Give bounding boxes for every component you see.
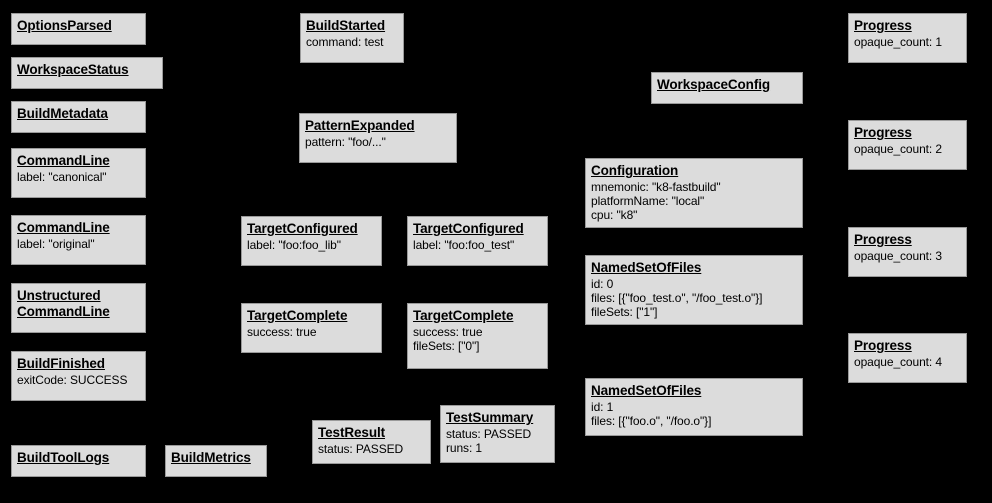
node-field: id: 0 bbox=[591, 276, 614, 291]
node-options-parsed[interactable]: OptionsParsed bbox=[11, 13, 146, 45]
node-field: platformName: "local" bbox=[591, 194, 705, 209]
node-title: CommandLine bbox=[17, 153, 110, 168]
node-field: label: "foo:foo_lib" bbox=[247, 237, 341, 252]
node-title: Progress bbox=[854, 338, 912, 353]
node-fields: opaque_count: 3 bbox=[854, 249, 961, 263]
node-build-metrics[interactable]: BuildMetrics bbox=[165, 445, 267, 477]
node-title: TargetComplete bbox=[413, 308, 514, 323]
node-field: fileSets: ["0"] bbox=[413, 339, 480, 354]
node-fields: command: test bbox=[306, 35, 398, 49]
node-field: mnemonic: "k8-fastbuild" bbox=[591, 179, 721, 194]
node-fields: exitCode: SUCCESS bbox=[17, 373, 140, 387]
node-title: TestSummary bbox=[446, 410, 534, 425]
node-title: Unstructured CommandLine bbox=[17, 288, 110, 319]
node-fields: success: true bbox=[247, 325, 376, 339]
node-field: status: PASSED bbox=[318, 441, 404, 456]
node-field: label: "original" bbox=[17, 236, 95, 251]
node-title: TargetComplete bbox=[247, 308, 348, 323]
node-title: BuildToolLogs bbox=[17, 450, 110, 465]
node-title: Progress bbox=[854, 18, 912, 33]
node-fields: mnemonic: "k8-fastbuild"platformName: "l… bbox=[591, 180, 797, 222]
node-title: TestResult bbox=[318, 425, 386, 440]
node-field: exitCode: SUCCESS bbox=[17, 372, 128, 387]
node-title: TargetConfigured bbox=[247, 221, 358, 236]
node-field: runs: 1 bbox=[446, 441, 482, 456]
node-workspace-status[interactable]: WorkspaceStatus bbox=[11, 57, 163, 89]
node-title: CommandLine bbox=[17, 220, 110, 235]
node-field: id: 1 bbox=[591, 399, 614, 414]
node-fields: label: "canonical" bbox=[17, 170, 140, 184]
node-title: BuildMetadata bbox=[17, 106, 108, 121]
node-fields: label: "foo:foo_test" bbox=[413, 238, 542, 252]
node-fields: label: "foo:foo_lib" bbox=[247, 238, 376, 252]
node-field: opaque_count: 1 bbox=[854, 34, 942, 49]
node-title: Progress bbox=[854, 125, 912, 140]
node-title: BuildFinished bbox=[17, 356, 105, 371]
node-field: label: "foo:foo_test" bbox=[413, 237, 515, 252]
node-field: pattern: "foo/..." bbox=[305, 134, 386, 149]
node-title: WorkspaceStatus bbox=[17, 62, 129, 77]
node-title: WorkspaceConfig bbox=[657, 77, 771, 92]
node-workspace-config[interactable]: WorkspaceConfig bbox=[651, 72, 803, 104]
node-title: OptionsParsed bbox=[17, 18, 112, 33]
node-fields: opaque_count: 2 bbox=[854, 142, 961, 156]
node-field: files: [{"foo_test.o", "/foo_test.o"}] bbox=[591, 291, 763, 306]
node-title: BuildMetrics bbox=[171, 450, 251, 465]
node-title: NamedSetOfFiles bbox=[591, 383, 702, 398]
node-title: BuildStarted bbox=[306, 18, 386, 33]
node-field: opaque_count: 4 bbox=[854, 354, 942, 369]
node-field: files: [{"foo.o", "/foo.o"}] bbox=[591, 414, 712, 429]
node-fields: label: "original" bbox=[17, 237, 140, 251]
node-title: Progress bbox=[854, 232, 912, 247]
node-field: command: test bbox=[306, 34, 384, 49]
node-field: success: true bbox=[413, 324, 483, 339]
node-title: PatternExpanded bbox=[305, 118, 415, 133]
node-fields: opaque_count: 4 bbox=[854, 355, 961, 369]
node-title: NamedSetOfFiles bbox=[591, 260, 702, 275]
node-fields: pattern: "foo/..." bbox=[305, 135, 451, 149]
node-field: opaque_count: 2 bbox=[854, 141, 942, 156]
node-field: label: "canonical" bbox=[17, 169, 107, 184]
node-title: Configuration bbox=[591, 163, 679, 178]
node-fields: opaque_count: 1 bbox=[854, 35, 961, 49]
node-build-metadata[interactable]: BuildMetadata bbox=[11, 101, 146, 133]
node-field: success: true bbox=[247, 324, 317, 339]
node-field: fileSets: ["1"] bbox=[591, 305, 658, 320]
node-title: TargetConfigured bbox=[413, 221, 524, 236]
node-field: status: PASSED bbox=[446, 426, 532, 441]
node-fields: status: PASSED bbox=[318, 442, 425, 456]
node-unstructured-command-line[interactable]: Unstructured CommandLine bbox=[11, 283, 146, 333]
node-field: opaque_count: 3 bbox=[854, 248, 942, 263]
node-field: cpu: "k8" bbox=[591, 208, 638, 223]
node-build-tool-logs[interactable]: BuildToolLogs bbox=[11, 445, 146, 477]
